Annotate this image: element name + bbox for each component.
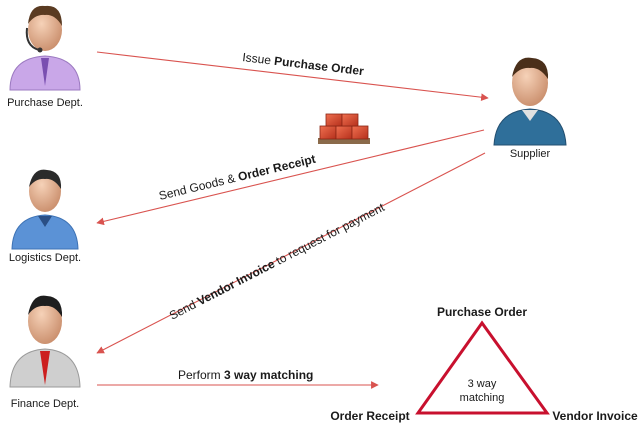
purchase-dept-avatar-icon [9, 5, 81, 91]
label-purchase-order: Issue Purchase Order [242, 50, 365, 78]
supplier-avatar-icon [493, 57, 567, 146]
actor-name-logistics: Logistics Dept. [9, 252, 81, 264]
goods-boxes-icon [318, 113, 370, 144]
actor-name-supplier: Supplier [510, 148, 551, 160]
arrow-purchase-order [96, 51, 489, 102]
triangle-label-purchase-order: Purchase Order [437, 305, 527, 319]
actor-name-purchase: Purchase Dept. [7, 97, 83, 109]
triangle-center-line2: matching [460, 392, 505, 404]
arrow-vendor-invoice [96, 152, 486, 354]
label-vendor-invoice: Send Vendor Invoice to request for payme… [167, 200, 387, 323]
triangle-label-order-receipt: Order Receipt [330, 409, 409, 423]
label-goods-order-receipt: Send Goods & Order Receipt [157, 152, 317, 203]
actor-name-finance: Finance Dept. [11, 398, 79, 410]
matching-triangle [415, 320, 550, 415]
logistics-dept-avatar-icon [11, 169, 79, 250]
finance-dept-avatar-icon [9, 295, 81, 388]
arrow-goods-order-receipt [96, 129, 485, 226]
triangle-label-vendor-invoice: Vendor Invoice [552, 409, 638, 423]
label-three-way-matching: Perform 3 way matching [178, 368, 313, 382]
triangle-center-line1: 3 way [468, 378, 497, 390]
